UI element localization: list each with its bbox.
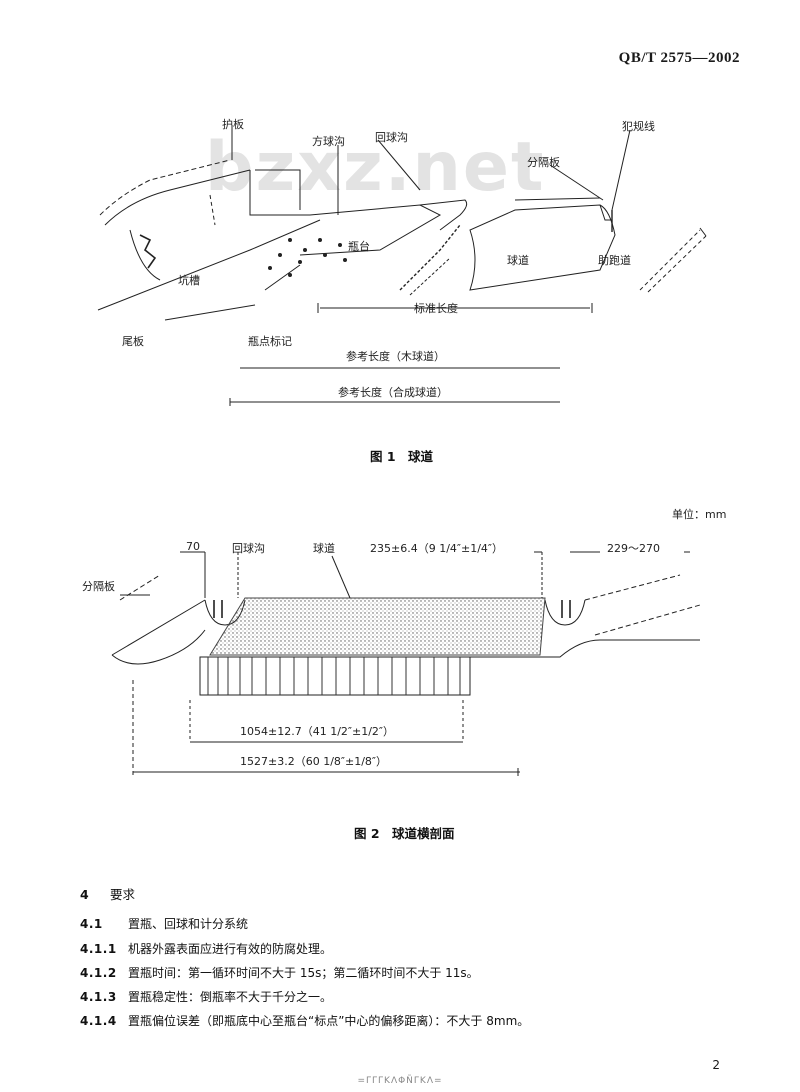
fig1-label-lane: 球道 xyxy=(507,254,529,267)
fig1-label-ref-length-wood: 参考长度（木球道） xyxy=(346,350,445,363)
clause-4-1-2: 4.1.2 置瓶时间：第一循环时间不大于 15s；第二循环时间不大于 11s。 xyxy=(80,964,479,981)
clause-number: 4.1 xyxy=(80,917,103,931)
clause-4-1-1: 4.1.1 机器外露表面应进行有效的防腐处理。 xyxy=(80,940,332,957)
clause-4-1-4: 4.1.4 置瓶偏位误差（即瓶底中心至瓶台“标点”中心的偏移距离）：不大于 8mm… xyxy=(80,1012,529,1029)
figure2-caption: 图 2 球道横剖面 xyxy=(354,826,455,841)
section-heading: 4 要求 xyxy=(80,884,135,903)
fig1-label-return-gutter: 回球沟 xyxy=(375,131,408,144)
clause-text: 置瓶时间：第一循环时间不大于 15s；第二循环时间不大于 11s。 xyxy=(128,966,479,980)
fig2-dim-1054: 1054±12.7（41 1/2″±1/2″） xyxy=(240,725,395,738)
fig1-label-guard: 护板 xyxy=(222,118,244,131)
fig1-label-divider: 分隔板 xyxy=(527,156,560,169)
fig2-dim-1527: 1527±3.2（60 1/8″±1/8″） xyxy=(240,755,388,768)
fig1-label-standard-length: 标准长度 xyxy=(414,302,458,315)
fig2-dim-229: 229～270 xyxy=(607,542,660,555)
clause-text: 机器外露表面应进行有效的防腐处理。 xyxy=(128,942,333,956)
clause-4-1-3: 4.1.3 置瓶稳定性：倒瓶率不大于千分之一。 xyxy=(80,988,332,1005)
section-title: 要求 xyxy=(110,887,136,902)
clause-number: 4.1.4 xyxy=(80,1014,117,1028)
fig2-label-return-gutter: 回球沟 xyxy=(232,542,265,555)
clause-4-1: 4.1 置瓶、回球和计分系统 xyxy=(80,915,248,932)
clause-text: 置瓶稳定性：倒瓶率不大于千分之一。 xyxy=(128,990,333,1004)
fig1-label-rear-board: 尾板 xyxy=(122,335,144,348)
page-number: 2 xyxy=(712,1058,720,1072)
clause-number: 4.1.3 xyxy=(80,990,117,1004)
fig2-label-divider: 分隔板 xyxy=(82,580,115,593)
section-number: 4 xyxy=(80,887,89,902)
fig1-label-square-gutter: 方球沟 xyxy=(312,135,345,148)
fig1-label-ref-length-synthetic: 参考长度（合成球道） xyxy=(338,386,448,399)
clause-text: 置瓶偏位误差（即瓶底中心至瓶台“标点”中心的偏移距离）：不大于 8mm。 xyxy=(128,1014,530,1028)
fig1-label-approach: 助跑道 xyxy=(598,254,631,267)
clause-number: 4.1.1 xyxy=(80,942,117,956)
fig2-dim-235: 235±6.4（9 1/4″±1/4″） xyxy=(370,542,504,555)
clause-text: 置瓶、回球和计分系统 xyxy=(128,917,249,931)
fig2-label-lane: 球道 xyxy=(313,542,335,555)
fig1-label-stop-line: 犯规线 xyxy=(622,120,655,133)
standard-number: QB/T 2575—2002 xyxy=(618,50,740,66)
clause-number: 4.1.2 xyxy=(80,966,117,980)
figure1-caption: 图 1 球道 xyxy=(370,449,434,464)
fig2-dim-70: 70 xyxy=(186,540,200,553)
fig1-label-pit: 坑槽 xyxy=(178,274,200,287)
footer-text: =ΓΓΓΚΛΦÑΓΚΛ= xyxy=(357,1076,443,1086)
fig2-unit: 单位：mm xyxy=(672,508,727,521)
fig1-label-deck: 瓶台 xyxy=(348,240,370,253)
fig1-label-spot-marks: 瓶点标记 xyxy=(248,335,292,348)
watermark: bzxz.net xyxy=(205,128,546,207)
